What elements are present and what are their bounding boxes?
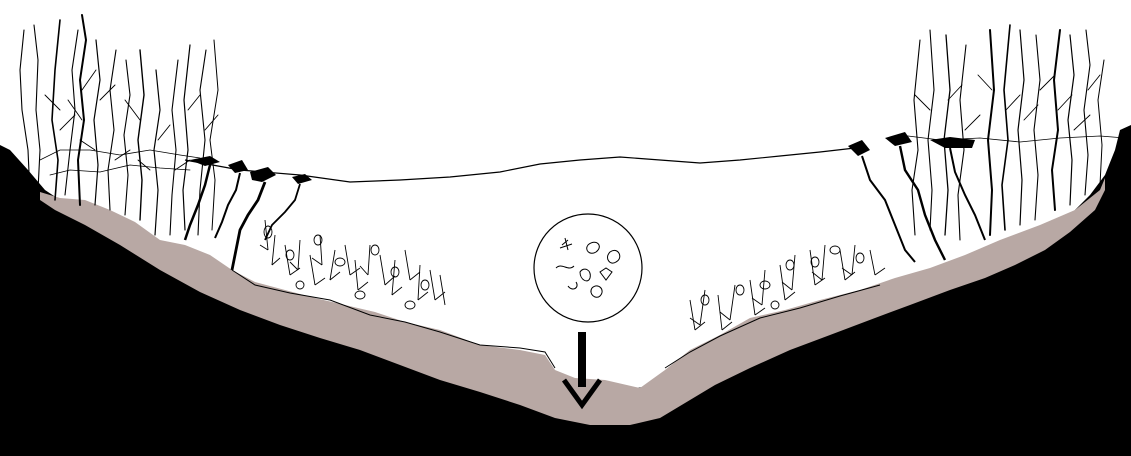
right-root-mats — [848, 132, 985, 262]
water-surface — [185, 148, 855, 182]
plankton-inset — [534, 214, 642, 322]
plankton-circle-icon — [534, 214, 642, 322]
